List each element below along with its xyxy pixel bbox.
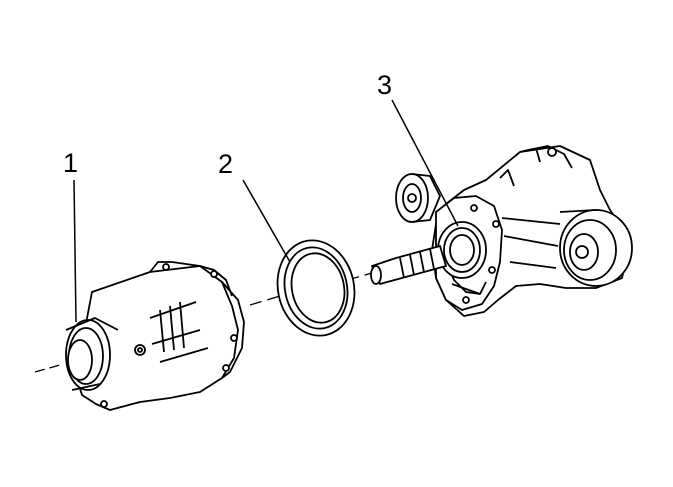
part-3-transfer-case xyxy=(370,145,633,317)
part-1-housing xyxy=(65,261,245,411)
callout-number-2: 2 xyxy=(218,149,234,179)
leader-line-2 xyxy=(242,179,291,263)
leader-line-1 xyxy=(73,179,77,323)
leader-lines xyxy=(73,99,459,323)
callout-number-1: 1 xyxy=(63,148,79,178)
callout-number-3: 3 xyxy=(377,70,393,100)
leader-line-3 xyxy=(391,99,459,227)
part-2-seal-ring xyxy=(276,239,356,337)
